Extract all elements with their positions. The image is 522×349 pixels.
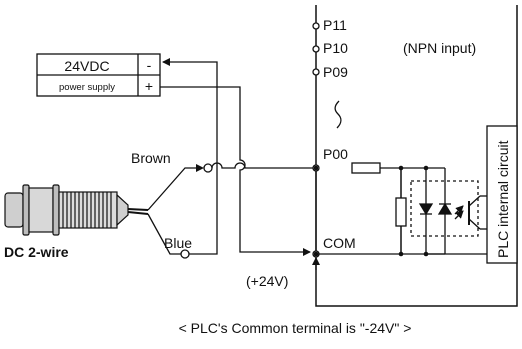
junction-dots: [313, 165, 429, 257]
diagram-caption: < PLC's Common terminal is "-24V" >: [179, 320, 412, 336]
npn-input-note: (NPN input): [403, 40, 476, 56]
terminal-column: [312, 22, 342, 258]
led-icon: [418, 203, 434, 216]
blue-wire: [147, 213, 181, 255]
terminal-label-p11: P11: [323, 17, 347, 33]
power-supply-minus-label: -: [147, 57, 152, 73]
power-supply-name: power supply: [59, 82, 115, 93]
omitted-terminals-mark: [334, 100, 342, 129]
brown-arrow-head: [196, 164, 204, 172]
com-voltage-label: (+24V): [246, 273, 288, 289]
wires: [147, 58, 320, 270]
power-supply-voltage: 24VDC: [64, 58, 109, 74]
blue-terminal-circle: [180, 249, 190, 259]
internal-circuit: [316, 162, 487, 255]
terminal-circle-icon: [312, 45, 320, 53]
brown-wire-label: Brown: [131, 150, 171, 166]
terminal-label-p00: P00: [323, 146, 348, 162]
terminal-label-com: COM: [323, 235, 356, 251]
power-supply-plus-label: +: [145, 78, 153, 94]
blue-wire-label: Blue: [164, 235, 192, 251]
internal-circuit-label: PLC internal circuit: [495, 140, 511, 258]
light-arrow: [454, 210, 464, 220]
resistor-icon: [395, 197, 407, 227]
phototransistor-icon: [468, 195, 487, 230]
blue-wire-return: [189, 168, 218, 255]
resistor-icon: [351, 162, 381, 174]
sensor-icon: [4, 184, 149, 236]
brown-wire: [147, 167, 196, 211]
terminal-label-p09: P09: [323, 64, 348, 80]
sensor-label: DC 2-wire: [4, 244, 69, 260]
plus-wire: [160, 86, 311, 256]
terminal-circle-icon: [312, 68, 320, 76]
internal-circuit-label-box: [486, 125, 518, 264]
power-supply-box: [36, 53, 161, 97]
terminal-circle-icon: [312, 22, 320, 30]
brown-terminal-circle: [203, 163, 213, 173]
terminal-label-p10: P10: [323, 40, 348, 56]
led-icon: [437, 202, 453, 215]
brown-wire-to-p00: [211, 162, 313, 169]
optocoupler-outline: [410, 180, 479, 237]
minus-wire: [162, 58, 218, 168]
